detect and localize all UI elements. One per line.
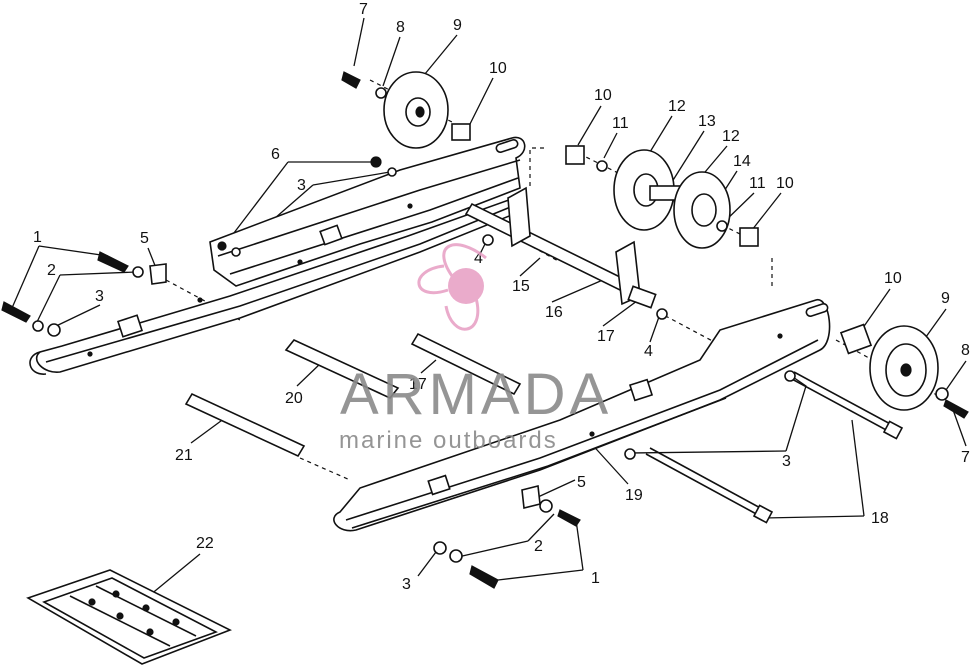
callout-8-top: 8 bbox=[396, 19, 405, 36]
callout-5-left: 5 bbox=[140, 230, 149, 247]
washer-3-lower bbox=[433, 541, 447, 555]
callout-labels: 7 8 9 10 10 11 12 13 12 14 11 10 6 3 1 5… bbox=[33, 1, 970, 593]
washer-3-upper bbox=[387, 167, 397, 177]
shaft-21 bbox=[184, 392, 306, 458]
callout-5-lower: 5 bbox=[577, 474, 586, 491]
callout-12-left: 12 bbox=[668, 98, 686, 115]
callout-1-lower: 1 bbox=[591, 570, 600, 587]
bolt-1-left-upper bbox=[97, 251, 129, 273]
washer-11-right bbox=[716, 220, 728, 232]
callout-2-lower: 2 bbox=[534, 538, 543, 555]
spacer-10-top bbox=[451, 123, 471, 141]
washer-2-left-lower bbox=[32, 320, 44, 332]
callout-18: 18 bbox=[871, 510, 889, 527]
washer-2-lower-b bbox=[449, 549, 463, 563]
callout-3-right: 3 bbox=[782, 453, 791, 470]
washer-11-left bbox=[596, 160, 608, 172]
left-slide-rail bbox=[29, 194, 525, 375]
washer-3-right-lower bbox=[624, 448, 636, 460]
washer-4-upper bbox=[482, 234, 494, 246]
rear-slide-rail bbox=[209, 136, 526, 287]
callout-8-right: 8 bbox=[961, 342, 970, 359]
callout-7-right: 7 bbox=[961, 449, 970, 466]
callout-9-top: 9 bbox=[453, 17, 462, 34]
spacer-10-right bbox=[739, 227, 759, 247]
callout-15: 15 bbox=[512, 278, 530, 295]
callout-9-right: 9 bbox=[941, 290, 950, 307]
washer-8-top bbox=[375, 87, 387, 99]
fasteners bbox=[1, 156, 796, 589]
bolt-7-top bbox=[341, 71, 361, 89]
callout-10-center-left: 10 bbox=[594, 87, 612, 104]
washer-2-left-upper bbox=[132, 266, 144, 278]
brackets bbox=[507, 186, 657, 309]
callout-3-upper: 3 bbox=[297, 177, 306, 194]
shaft-15 bbox=[464, 202, 628, 292]
callout-21: 21 bbox=[175, 447, 193, 464]
callout-10-top-left: 10 bbox=[489, 60, 507, 77]
nut-6-upper bbox=[370, 156, 382, 168]
washer-3-left bbox=[47, 323, 61, 337]
callout-10-center-right: 10 bbox=[776, 175, 794, 192]
callout-1-left: 1 bbox=[33, 229, 42, 246]
bolt-1-lower-a bbox=[557, 509, 581, 527]
callout-3-left: 3 bbox=[95, 288, 104, 305]
watermark-tagline: marine outboards bbox=[339, 427, 558, 454]
callout-2-left: 2 bbox=[47, 262, 56, 279]
callout-16: 16 bbox=[545, 304, 563, 321]
washer-2-lower-a bbox=[539, 499, 553, 513]
callout-6: 6 bbox=[271, 146, 280, 163]
watermark-brand: ARMADA bbox=[340, 362, 612, 427]
callout-11-right: 11 bbox=[749, 175, 766, 192]
shaft-17-left bbox=[410, 332, 522, 396]
callout-19: 19 bbox=[625, 487, 643, 504]
watermark: ARMADA marine outboards bbox=[339, 243, 612, 454]
callout-17-right: 17 bbox=[597, 328, 615, 345]
bolt-1-left-lower bbox=[1, 301, 31, 323]
washer-3-right-upper bbox=[784, 370, 796, 382]
propeller-logo-icon bbox=[417, 243, 487, 331]
callout-3-lower: 3 bbox=[402, 576, 411, 593]
callout-17-left: 17 bbox=[409, 376, 427, 393]
callout-4-lower: 4 bbox=[644, 343, 653, 360]
idler-wheels bbox=[341, 71, 969, 419]
right-slide-rail bbox=[333, 299, 831, 532]
washer-3-rail bbox=[231, 247, 241, 257]
washer-4-lower bbox=[656, 308, 668, 320]
callout-4-upper: 4 bbox=[474, 250, 483, 267]
bracket-5-lower bbox=[521, 485, 541, 509]
wheel-12-right bbox=[673, 171, 731, 249]
callout-7-top: 7 bbox=[359, 1, 368, 18]
callout-22: 22 bbox=[196, 535, 214, 552]
callout-20: 20 bbox=[285, 390, 303, 407]
wear-strip bbox=[26, 569, 232, 665]
callout-10-right: 10 bbox=[884, 270, 902, 287]
bracket-5-left bbox=[149, 263, 167, 285]
shaft-20 bbox=[284, 339, 400, 399]
nut-6-lower bbox=[217, 241, 227, 251]
callout-13: 13 bbox=[698, 113, 716, 130]
callout-11-left: 11 bbox=[612, 115, 629, 132]
washer-8-right bbox=[935, 387, 949, 401]
cross-shafts bbox=[184, 202, 904, 524]
bolt-1-lower-b bbox=[469, 565, 499, 589]
spacer-10-left bbox=[565, 145, 585, 165]
callout-12-right: 12 bbox=[722, 128, 740, 145]
bolt-7-right bbox=[943, 399, 969, 419]
spacer-10-far-right bbox=[839, 323, 873, 355]
callout-14: 14 bbox=[733, 153, 751, 170]
